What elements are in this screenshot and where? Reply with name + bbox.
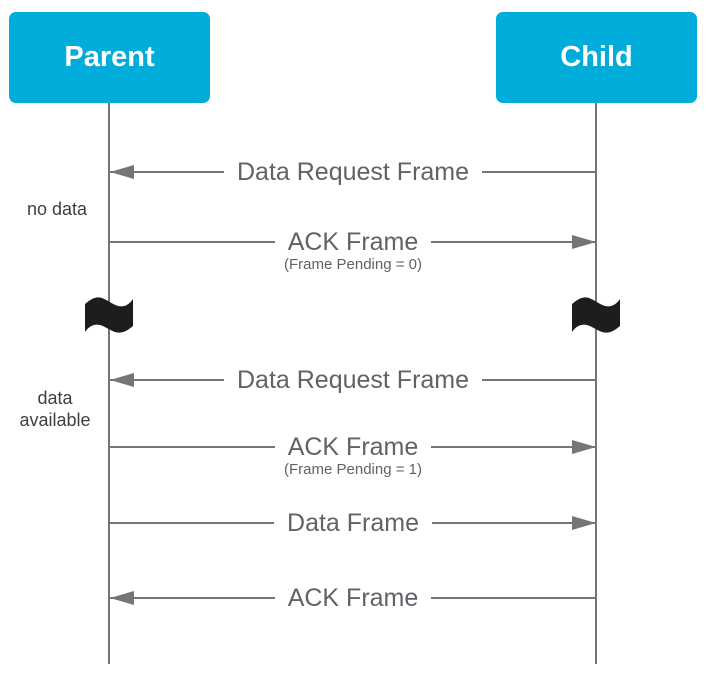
message-line bbox=[432, 522, 597, 524]
arrowhead-right-icon bbox=[572, 440, 596, 454]
message-label: ACK Frame bbox=[287, 227, 419, 256]
message-ack-pending-1: ACK Frame (Frame Pending = 1) bbox=[110, 432, 596, 479]
actor-box-parent: Parent bbox=[9, 12, 210, 103]
actor-label-parent: Parent bbox=[64, 41, 155, 73]
arrowhead-left-icon bbox=[110, 373, 134, 387]
message-ack-final: ACK Frame bbox=[110, 583, 596, 613]
message-label-group: Data Request Frame bbox=[224, 158, 482, 187]
message-label: Data Frame bbox=[287, 508, 419, 537]
message-line bbox=[110, 379, 224, 381]
message-line bbox=[110, 446, 275, 448]
message-line bbox=[110, 597, 275, 599]
message-data-request-1: Data Request Frame bbox=[110, 157, 597, 187]
message-line bbox=[431, 446, 596, 448]
message-data-request-2: Data Request Frame bbox=[110, 365, 597, 395]
arrowhead-left-icon bbox=[110, 165, 134, 179]
message-line bbox=[110, 241, 275, 243]
lifeline-parent bbox=[108, 103, 110, 664]
arrowhead-right-icon bbox=[572, 516, 596, 530]
message-label: Data Request Frame bbox=[236, 157, 470, 186]
message-line bbox=[431, 597, 596, 599]
message-ack-pending-0: ACK Frame (Frame Pending = 0) bbox=[110, 227, 596, 274]
message-data-frame: Data Frame bbox=[110, 508, 597, 538]
message-line bbox=[110, 522, 275, 524]
message-label: ACK Frame bbox=[287, 583, 419, 612]
arrowhead-right-icon bbox=[572, 235, 596, 249]
side-note-data-available: data available bbox=[19, 388, 91, 430]
message-line bbox=[482, 171, 597, 173]
message-label-group: Data Request Frame bbox=[224, 366, 482, 395]
lifeline-child bbox=[595, 103, 597, 664]
flag-icon bbox=[570, 294, 622, 340]
message-label-group: ACK Frame (Frame Pending = 1) bbox=[275, 432, 432, 479]
message-sublabel: (Frame Pending = 0) bbox=[284, 256, 422, 274]
side-note-no-data: no data bbox=[26, 199, 88, 219]
arrowhead-left-icon bbox=[110, 591, 134, 605]
actor-box-child: Child bbox=[496, 12, 697, 103]
message-label-group: ACK Frame (Frame Pending = 0) bbox=[275, 227, 432, 274]
message-label-group: ACK Frame bbox=[275, 584, 432, 613]
message-label: ACK Frame bbox=[287, 432, 419, 461]
message-sublabel: (Frame Pending = 1) bbox=[284, 461, 422, 479]
flag-icon bbox=[83, 294, 135, 340]
message-line bbox=[431, 241, 596, 243]
message-label: Data Request Frame bbox=[236, 365, 470, 394]
message-label-group: Data Frame bbox=[274, 509, 432, 538]
message-line bbox=[110, 171, 224, 173]
actor-label-child: Child bbox=[560, 41, 633, 73]
message-line bbox=[482, 379, 597, 381]
